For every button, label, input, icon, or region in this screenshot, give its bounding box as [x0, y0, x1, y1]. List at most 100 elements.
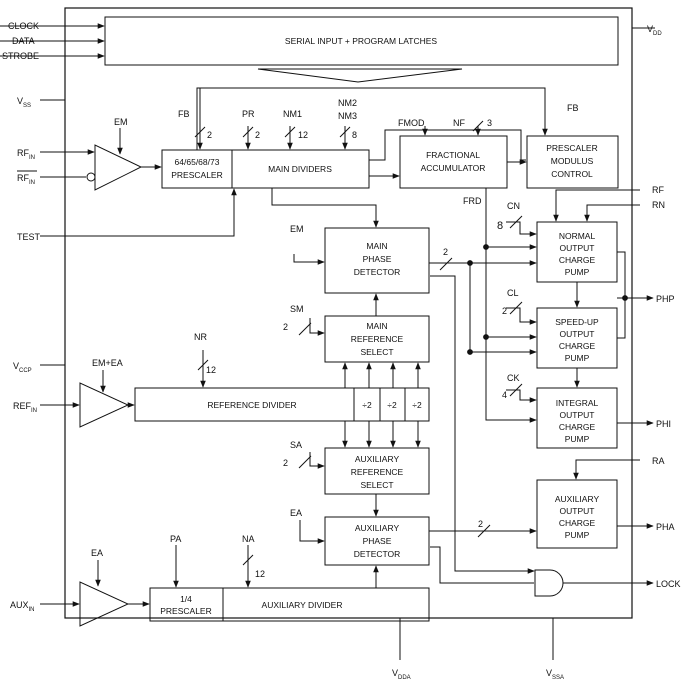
normal-cp-label-3: CHARGE: [559, 255, 596, 265]
signal-fb: FB: [178, 109, 190, 119]
aux-cp-label-1: AUXILIARY: [555, 494, 600, 504]
pin-lock: LOCK: [656, 579, 681, 589]
signal-em: EM: [114, 117, 128, 127]
signal-ea-buf: EA: [91, 548, 103, 558]
bus-width-nr: 12: [206, 365, 216, 375]
psc-mod-label-2: MODULUS: [551, 156, 594, 166]
signal-nr: NR: [194, 332, 207, 342]
auxiliary-reference-select-block: [324, 447, 430, 495]
pin-clock: CLOCK: [8, 21, 39, 31]
main-dividers-label: MAIN DIVIDERS: [268, 164, 332, 174]
pin-ref-in: REFIN: [13, 401, 37, 414]
ref-div-label: REFERENCE DIVIDER: [207, 400, 296, 410]
signal-frd: FRD: [463, 196, 482, 206]
signal-fmod: FMOD: [398, 118, 425, 128]
signal-ck: CK: [507, 373, 520, 383]
main-phase-detector-block: [324, 227, 430, 294]
pin-aux-in: AUXIN: [10, 600, 35, 613]
pin-vdd: VDD: [647, 24, 662, 37]
pin-strobe: STROBE: [2, 51, 39, 61]
aux-pd-label-1: AUXILIARY: [355, 523, 400, 533]
latch-bus-arrow: [257, 68, 463, 83]
signal-nf: NF: [453, 118, 465, 128]
rf-input-buffer: [94, 144, 143, 191]
bus-width-fb: 2: [207, 130, 212, 140]
signal-na: NA: [242, 534, 255, 544]
pin-phi: PHI: [656, 419, 671, 429]
speedup-cp-label-1: SPEED-UP: [555, 317, 599, 327]
div2-label-3: ÷2: [412, 400, 422, 410]
prescaler-block: [161, 149, 233, 189]
signal-nm3: NM3: [338, 111, 357, 121]
frac-acc-label-2: ACCUMULATOR: [421, 163, 486, 173]
signal-ea-pd: EA: [290, 508, 302, 518]
pin-vss: VSS: [17, 96, 31, 109]
signal-sm: SM: [290, 304, 304, 314]
pin-vccp: VCCP: [13, 361, 32, 374]
normal-cp-label-1: NORMAL: [559, 231, 596, 241]
prescaler-label-2: PRESCALER: [171, 170, 223, 180]
serial-input-label: SERIAL INPUT + PROGRAM LATCHES: [285, 36, 438, 46]
main-ref-sel-label-1: MAIN: [366, 321, 387, 331]
integral-cp-label-3: CHARGE: [559, 422, 596, 432]
speedup-cp-label-3: CHARGE: [559, 341, 596, 351]
signal-em-pd: EM: [290, 224, 304, 234]
integral-charge-pump-block: [536, 387, 618, 449]
bus-width-sm: 2: [283, 322, 288, 332]
prescaler-modulus-control-block: [526, 135, 619, 189]
div2-label-1: ÷2: [362, 400, 372, 410]
auxiliary-phase-detector-block: [324, 516, 430, 566]
pin-vssa: VSSA: [546, 668, 564, 681]
signal-nm2: NM2: [338, 98, 357, 108]
main-pd-label-2: PHASE: [363, 254, 392, 264]
lock-and-gate: [534, 569, 564, 597]
normal-cp-label-2: OUTPUT: [560, 243, 595, 253]
pin-php: PHP: [656, 294, 675, 304]
signal-fb-right: FB: [567, 103, 579, 113]
bus-width-cl: 2: [502, 306, 507, 316]
fractional-accumulator-block: [399, 135, 508, 189]
prescaler-label-1: 64/65/68/73: [175, 157, 220, 167]
psc-mod-label-3: CONTROL: [551, 169, 593, 179]
integral-cp-label-4: PUMP: [565, 434, 590, 444]
bus-width-aux-pd-out: 2: [478, 519, 483, 529]
quarter-psc-label-1: 1/4: [180, 594, 192, 604]
ref-input-buffer: [79, 382, 130, 428]
aux-ref-sel-label-2: REFERENCE: [351, 467, 404, 477]
bus-width-na: 12: [255, 569, 265, 579]
speedup-cp-label-4: PUMP: [565, 353, 590, 363]
frac-acc-label-1: FRACTIONAL: [426, 150, 480, 160]
integral-cp-label-2: OUTPUT: [560, 410, 595, 420]
main-pd-label-1: MAIN: [366, 241, 387, 251]
aux-div-label: AUXILIARY DIVIDER: [262, 600, 343, 610]
pin-data: DATA: [12, 36, 35, 46]
auxiliary-divider-block: [222, 587, 430, 622]
signal-nm1: NM1: [283, 109, 302, 119]
aux-cp-label-3: CHARGE: [559, 518, 596, 528]
main-pd-label-3: DETECTOR: [354, 267, 401, 277]
serial-input-block: [104, 16, 619, 66]
quarter-prescaler-block: [149, 587, 224, 622]
aux-pd-label-3: DETECTOR: [354, 549, 401, 559]
signal-em-ea: EM+EA: [92, 358, 123, 368]
aux-ref-sel-label-1: AUXILIARY: [355, 454, 400, 464]
signal-pa: PA: [170, 534, 181, 544]
bus-width-nm3: 8: [352, 130, 357, 140]
pin-rf-in-bar: RFIN: [17, 173, 35, 186]
bus-width-nm1: 12: [298, 130, 308, 140]
main-dividers-block: [231, 149, 370, 189]
signal-ra: RA: [652, 456, 665, 466]
pin-test: TEST: [17, 232, 41, 242]
main-reference-select-block: [324, 315, 430, 363]
pin-pha: PHA: [656, 522, 675, 532]
quarter-psc-label-2: PRESCALER: [160, 606, 212, 616]
bus-width-nf: 3: [487, 118, 492, 128]
pin-rf-in: RFIN: [17, 148, 35, 161]
bus-width-pr: 2: [255, 130, 260, 140]
chip-outline: [64, 7, 633, 619]
signal-cl: CL: [507, 288, 519, 298]
signal-rn: RN: [652, 200, 665, 210]
signal-rf: RF: [652, 185, 664, 195]
bus-width-cn: 8: [497, 220, 503, 232]
reference-divider-block: [134, 387, 430, 422]
